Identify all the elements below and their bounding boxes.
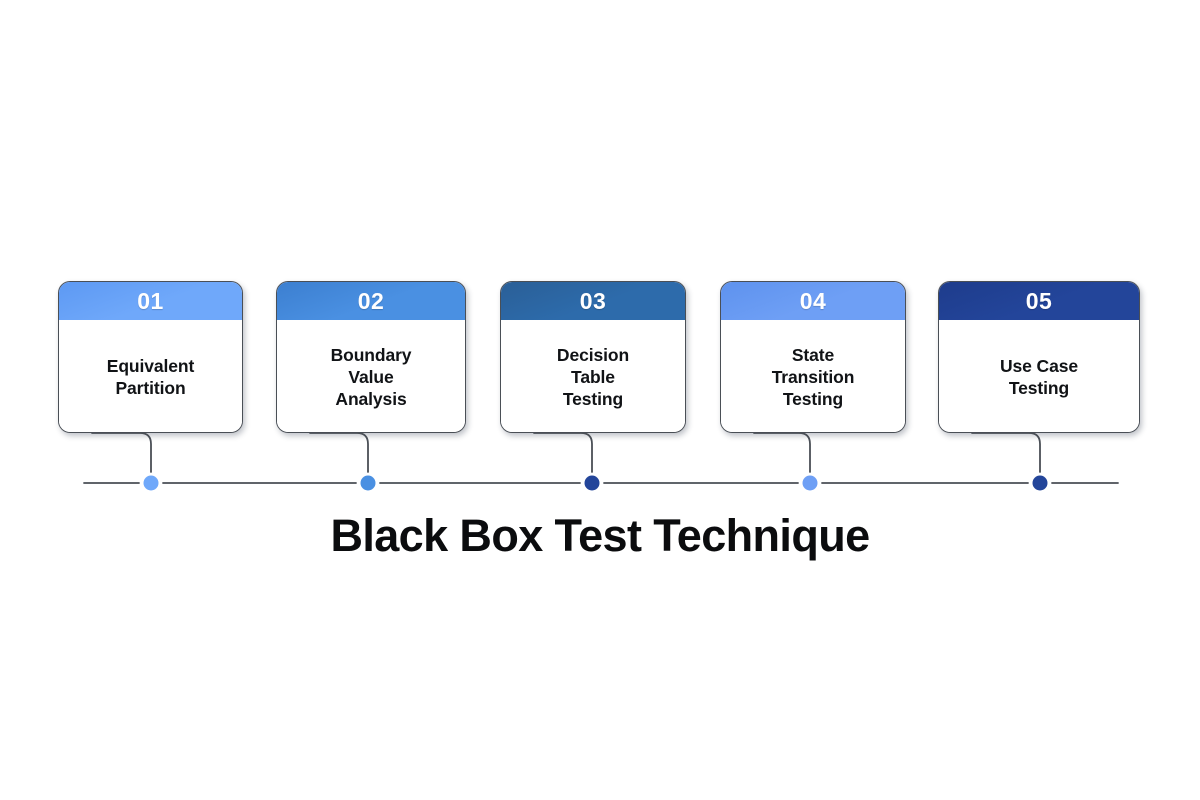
step-label-04: State Transition Testing [771,344,855,410]
step-card-body-05: Use Case Testing [939,320,1139,432]
connector-line-03 [533,432,593,473]
step-card-header-04: 04 [721,282,905,320]
connector-line-04 [753,432,811,473]
step-number-04: 04 [799,287,827,314]
step-label-01: Equivalent Partition [106,355,195,398]
step-card-header-03: 03 [501,282,685,320]
step-number-05: 05 [1025,287,1053,314]
timeline-dot-05[interactable] [1032,475,1048,491]
step-card-body-02: Boundary Value Analysis [277,320,465,432]
timeline-dot-04[interactable] [802,475,818,491]
step-card-body-04: State Transition Testing [721,320,905,432]
step-number-02: 02 [357,287,385,314]
step-card-body-03: Decision Table Testing [501,320,685,432]
timeline-dot-03[interactable] [584,475,600,491]
step-label-02: Boundary Value Analysis [330,344,412,410]
page-title: Black Box Test Technique [330,510,870,561]
timeline-dot-02[interactable] [360,475,376,491]
timeline-dot-01[interactable] [143,475,159,491]
step-card-header-02: 02 [277,282,465,320]
step-card-header-05: 05 [939,282,1139,320]
connector-line-02 [309,432,369,473]
connector-line-05 [971,432,1041,473]
step-number-01: 01 [137,287,164,314]
step-label-03: Decision Table Testing [556,344,630,410]
step-card-body-01: Equivalent Partition [59,320,242,432]
step-card-header-01: 01 [59,282,242,320]
step-number-03: 03 [579,287,607,314]
connector-line-01 [91,432,152,473]
step-label-05: Use Case Testing [999,355,1078,398]
